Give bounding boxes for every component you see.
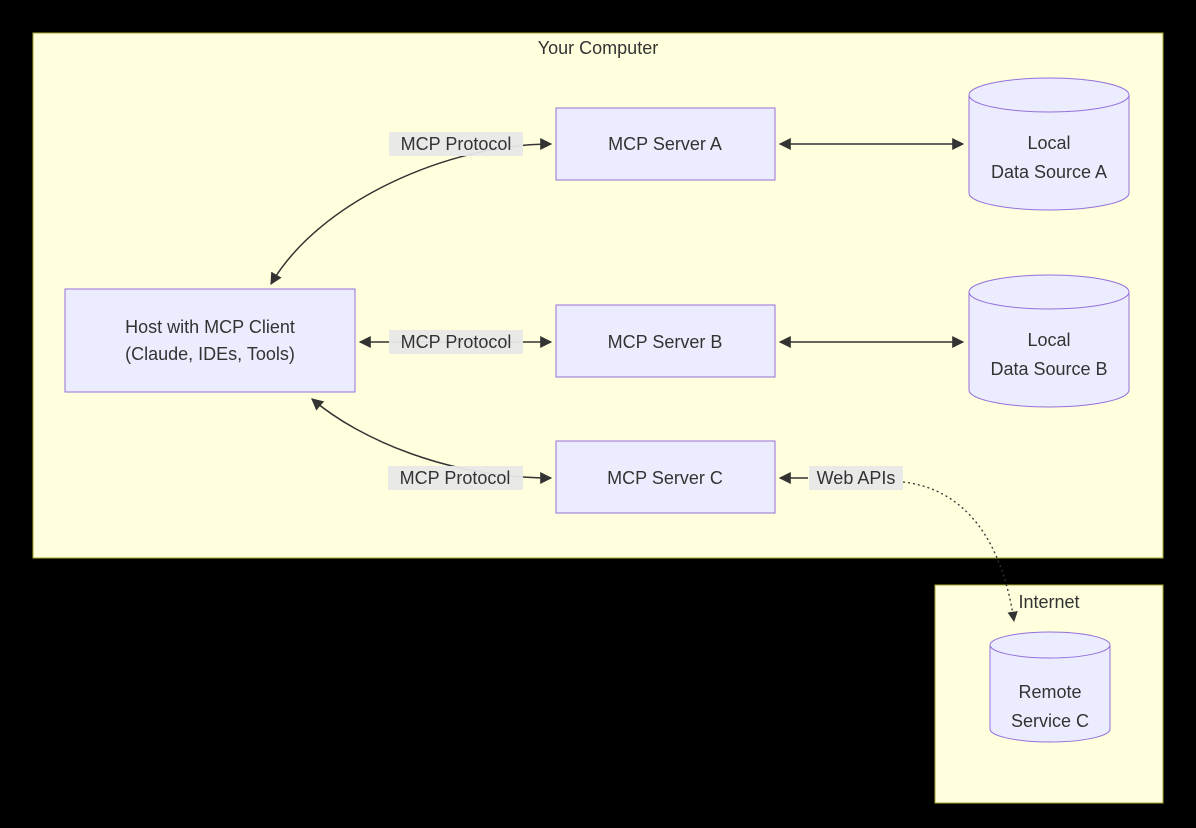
edge-label-bg: [809, 466, 903, 490]
mcp-server-b-label: MCP Server B: [608, 332, 723, 352]
edge-label-protocol-c: MCP Protocol: [388, 466, 523, 490]
cylinder-body: [989, 645, 1111, 743]
host-node-line2: (Claude, IDEs, Tools): [125, 344, 295, 364]
remote-service-c-line2: Service C: [1011, 711, 1089, 731]
edge-label-bg: [389, 330, 523, 354]
mcp-server-a-label: MCP Server A: [608, 134, 722, 154]
host-node: Host with MCP Client (Claude, IDEs, Tool…: [64, 288, 356, 393]
remote-service-c-node: Remote Service C: [989, 631, 1111, 743]
local-data-source-b-node: Local Data Source B: [968, 274, 1130, 408]
mcp-server-a-box: [555, 107, 776, 181]
edge-label-text: MCP Protocol: [401, 332, 512, 352]
internet-box: [934, 584, 1164, 804]
internet-title: Internet: [1018, 592, 1079, 612]
host-node-box: [64, 288, 356, 393]
local-data-source-a-line2: Data Source A: [991, 162, 1107, 182]
local-data-source-a-node: Local Data Source A: [968, 77, 1130, 211]
local-data-source-a-line1: Local: [1027, 133, 1070, 153]
local-data-source-b-line2: Data Source B: [990, 359, 1107, 379]
mcp-server-c-label: MCP Server C: [607, 468, 723, 488]
cylinder-lid: [989, 631, 1111, 659]
remote-service-c-line1: Remote: [1018, 682, 1081, 702]
cylinder-lid: [968, 77, 1130, 113]
mcp-server-b-box: [555, 304, 776, 378]
cylinder-body: [968, 292, 1130, 408]
edge-label-text: Web APIs: [817, 468, 896, 488]
mcp-server-c-box: [555, 440, 776, 514]
edge-label-protocol-a: MCP Protocol: [389, 132, 523, 156]
local-data-source-b-line1: Local: [1027, 330, 1070, 350]
mcp-server-a-node: MCP Server A: [555, 107, 776, 181]
host-node-line1: Host with MCP Client: [125, 317, 295, 337]
edge-label-text: MCP Protocol: [401, 134, 512, 154]
edge-label-protocol-b: MCP Protocol: [389, 330, 523, 354]
edge-label-web-apis: Web APIs: [809, 466, 903, 490]
edge-label-bg: [389, 132, 523, 156]
mcp-server-c-node: MCP Server C: [555, 440, 776, 514]
mcp-server-b-node: MCP Server B: [555, 304, 776, 378]
edge-label-text: MCP Protocol: [400, 468, 511, 488]
cylinder-lid: [968, 274, 1130, 310]
your-computer-title: Your Computer: [538, 38, 658, 58]
edge-label-bg: [388, 466, 523, 490]
cylinder-body: [968, 95, 1130, 211]
internet-group: Internet: [934, 584, 1164, 804]
